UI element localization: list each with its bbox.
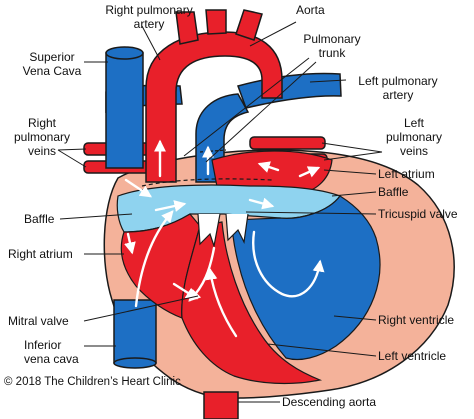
leader-right-pulmonary-veins-2 [57,149,87,168]
label-right-ventricle: Right ventricle [378,313,455,327]
label-right-pulmonary-veins-line1: Right [27,116,56,130]
leader-left-atrium [323,169,377,175]
flow-arrow-right-atrium [124,232,136,255]
label-right-pulmonary-veins-line2: pulmonary [13,130,71,144]
label-baffle-right: Baffle [378,185,409,199]
label-superior-vena-cava-line2: Vena Cava [22,64,82,78]
label-right-pulmonary-veins-line3: veins [27,144,56,158]
label-right-pulmonary-artery-line2: artery [133,17,165,31]
aortic-arch [145,31,283,183]
leader-left-pulmonary-artery [309,79,347,83]
flow-arrow-rv [252,230,325,298]
aortic-branch-1 [175,11,199,45]
aortic-branch-2 [205,9,227,35]
left-ventricle [181,221,323,385]
label-right-pulmonary-artery-line1: Right pulmonary [105,3,193,17]
descending-aorta [203,391,239,419]
flow-arrow-left-atrium-1 [257,161,280,173]
leader-pulmonary-trunk [183,57,310,157]
leader-tricuspid-valve [245,211,377,215]
flow-arrow-left-atrium-2 [298,166,321,178]
label-left-pulmonary-veins-line2: pulmonary [385,130,443,144]
label-pulmonary-trunk: Pulmonary trunk [292,32,372,60]
label-superior-vena-cava-line1: Superior [29,50,75,64]
label-tricuspid-valve: Tricuspid valve [378,207,458,221]
label-baffle-left: Baffle [24,212,55,226]
mitral-valve-leaflets [197,213,221,249]
leader-left-ventricle [267,343,377,357]
flow-arrow-baffle-1 [154,200,187,212]
label-left-pulmonary-artery-line1: Left pulmonary [358,74,438,88]
right-ventricle [231,195,381,361]
label-right-atrium: Right atrium [8,247,73,261]
label-inferior-vena-cava-line2: vena cava [24,352,79,366]
label-superior-vena-cava: Superior Vena Cava [16,50,88,78]
svc-opening [105,46,144,60]
leader-right-pulmonary-veins-1 [57,148,87,151]
label-left-pulmonary-artery-line2: artery [382,88,414,102]
leader-left-pulmonary-veins-1 [321,142,383,153]
pulmonary-suture [199,149,227,153]
leader-lines [57,21,383,403]
baffle-suture [141,178,273,187]
label-left-atrium: Left atrium [378,167,435,181]
copyright-notice: © 2018 The Children’s Heart Clinic [4,376,181,388]
aortic-branch-3 [235,9,263,41]
flow-arrows [124,139,325,338]
label-left-pulmonary-veins-line1: Left [403,116,424,130]
superior-vena-cava [105,52,144,169]
flow-arrow-lv-bottom [205,267,238,338]
left-pulmonary-artery [237,72,342,109]
leader-right-pulmonary-artery [141,25,161,61]
label-right-pulmonary-veins: Right pulmonary veins [10,116,74,158]
tricuspid-valve-leaflets [225,213,249,244]
label-inferior-vena-cava-line1: Inferior [24,338,62,352]
label-aorta: Aorta [296,3,325,17]
leader-baffle-right [331,191,377,197]
leader-mitral-valve [83,295,199,322]
leader-right-ventricle [333,315,377,321]
leader-left-pulmonary-veins-2 [323,151,383,161]
label-left-pulmonary-veins: Left pulmonary veins [382,116,446,158]
leader-aorta [249,21,297,47]
label-left-ventricle: Left ventricle [378,349,447,363]
flow-arrow-svc [124,178,152,198]
label-pulmonary-trunk-line1: Pulmonary [303,32,361,46]
leader-pulmonary-trunk-2 [205,61,317,163]
label-inferior-vena-cava: Inferior vena cava [24,338,79,366]
label-mitral-valve: Mitral valve [8,314,69,328]
label-left-pulmonary-artery: Left pulmonary artery [346,74,450,102]
flow-arrow-baffle-2 [248,197,275,210]
left-pulmonary-vein-upper [249,136,326,150]
flow-arrow-ivc [134,210,174,308]
ivc-opening [113,357,157,369]
label-descending-aorta: Descending aorta [282,395,377,409]
leader-baffle-left [59,213,133,220]
label-right-pulmonary-artery: Right pulmonary artery [98,3,200,31]
label-pulmonary-trunk-line2: trunk [318,46,346,60]
label-left-pulmonary-veins-line3: veins [399,144,428,158]
